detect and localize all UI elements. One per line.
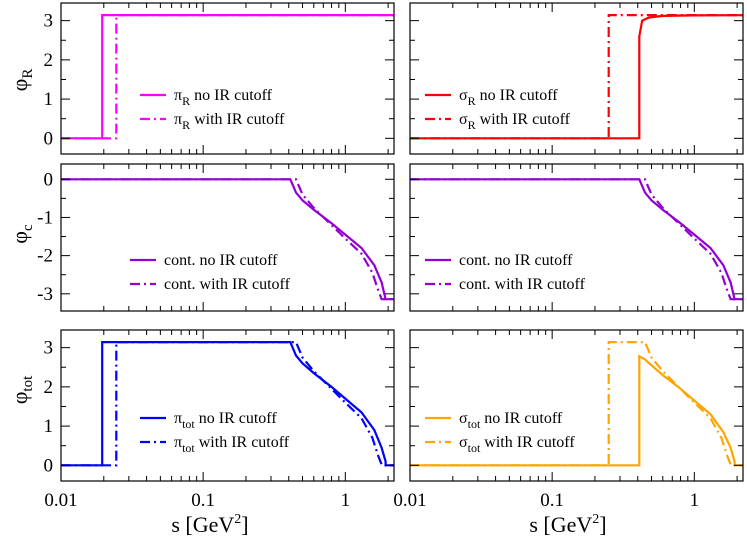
panel-phitot-pi-y-tick-label: 2 — [44, 377, 54, 398]
panel-phic-left-legend-label: cont. with IR cutoff — [164, 276, 291, 293]
panel-phic-right-legend-label: cont. with IR cutoff — [459, 276, 586, 293]
panel-phic-right-frame — [409, 163, 744, 312]
panel-phitot-pi-frame — [60, 329, 395, 482]
panel-phiR-sigma-legend-label: σR no IR cutoff — [459, 87, 558, 108]
panel-phiR-pi-y-tick-label: 2 — [44, 50, 54, 71]
panel-phitot-sigma-legend-label: σtot no IR cutoff — [459, 410, 563, 431]
panel-phiR-pi-y-tick-label: 1 — [44, 89, 54, 110]
panel-phitot-sigma-legend: σtot no IR cutoff σtot with IR cutoff — [425, 410, 575, 455]
panel-phitot-pi-y-tick-label: 1 — [44, 416, 54, 437]
panel-phitot-pi: 0.01 0.1 1 0 1 2 3 πtot no IR cutoff πtot with I… — [44, 329, 395, 511]
panel-phitot-sigma-legend-label: σtot with IR cutoff — [459, 434, 575, 455]
panel-phiR-pi-y-tick-label: 3 — [44, 11, 54, 32]
panel-phitot-pi-x-tick-label: 0.1 — [191, 490, 215, 511]
panel-phiR-sigma-legend: σR no IR cutoff σR with IR cutoff — [425, 87, 571, 132]
panel-phic-right-legend-label: cont. no IR cutoff — [459, 252, 573, 269]
panel-phic-left-y-tick-label: -1 — [37, 207, 53, 228]
panel-phiR-sigma-frame — [409, 2, 744, 155]
row-label-phi-tot: φtot — [7, 375, 36, 404]
panel-phiR-sigma-legend-label: σR with IR cutoff — [459, 111, 571, 132]
panel-phitot-pi-legend-label: πtot with IR cutoff — [174, 434, 290, 455]
panel-phic-left-series-with-ir-cutoff-line — [61, 178, 394, 301]
panel-phic-right-series-no-ir-cutoff-line — [410, 178, 743, 301]
panel-phitot-pi-x-tick-label: 0.01 — [44, 490, 77, 511]
panel-phitot-pi-y-tick-label: 0 — [44, 455, 54, 476]
panel-phitot-pi-y-tick-label: 3 — [44, 338, 54, 359]
panel-phitot-pi-x-tick-label: 1 — [341, 490, 351, 511]
panel-phitot-pi-legend-label: πtot no IR cutoff — [174, 410, 277, 431]
panel-phitot-sigma-x-tick-label: 0.1 — [540, 490, 564, 511]
panel-phiR-sigma-series-with-ir-cutoff-line — [410, 14, 743, 140]
x-axis-label-right: s [GeV2] — [529, 512, 606, 537]
panel-phic-left-legend: cont. no IR cutoff cont. with IR cutoff — [130, 252, 291, 293]
panel-phitot-sigma: 0.01 0.1 1 σtot no IR cutoff σtot with IR cu… — [393, 329, 744, 511]
panel-phic-left-series-no-ir-cutoff-line — [61, 178, 394, 301]
panel-phiR-pi: 0 1 2 3 πR no IR cutoff πR with IR cutoff — [44, 2, 395, 155]
panel-phic-left-legend-label: cont. no IR cutoff — [164, 252, 278, 269]
panel-phic-left-frame — [60, 163, 395, 312]
panel-phic-left: 0 -1 -2 -3 cont. no IR cutoff cont. with IR c… — [37, 163, 395, 312]
panel-phitot-pi-series-with-ir-cutoff-line — [61, 341, 394, 467]
row-label-phi-r: φR — [7, 69, 36, 92]
panel-phiR-pi-series-with-ir-cutoff-line — [61, 14, 394, 140]
panel-phic-right-legend: cont. no IR cutoff cont. with IR cutoff — [425, 252, 586, 293]
panels: 0 1 2 3 πR no IR cutoff πR with IR cutoff σR n… — [37, 2, 744, 511]
panel-phic-right: cont. no IR cutoff cont. with IR cutoff — [409, 163, 744, 312]
panel-phiR-sigma: σR no IR cutoff σR with IR cutoff — [409, 2, 744, 155]
panel-phitot-sigma-frame — [409, 329, 744, 482]
panel-phiR-pi-frame — [60, 2, 395, 155]
panel-phic-left-y-tick-label: -2 — [37, 246, 53, 267]
row-label-phi-c: φc — [7, 224, 36, 244]
panel-phiR-pi-legend: πR no IR cutoff πR with IR cutoff — [140, 87, 285, 132]
panel-phic-left-y-tick-label: -3 — [37, 284, 53, 305]
panel-phiR-pi-legend-label: πR with IR cutoff — [174, 111, 285, 132]
panel-phitot-sigma-x-tick-label: 0.01 — [393, 490, 426, 511]
panel-phiR-pi-y-tick-label: 0 — [44, 128, 54, 149]
panel-phic-left-y-tick-label: 0 — [44, 169, 54, 190]
x-axis-label-left: s [GeV2] — [171, 512, 248, 537]
panel-phitot-pi-legend: πtot no IR cutoff πtot with IR cutoff — [140, 410, 290, 455]
panel-phiR-pi-legend-label: πR no IR cutoff — [174, 87, 273, 108]
panel-phitot-sigma-x-tick-label: 1 — [690, 490, 700, 511]
panel-phitot-sigma-series-with-ir-cutoff-line — [410, 341, 743, 467]
panel-phic-right-series-with-ir-cutoff-line — [410, 178, 743, 301]
